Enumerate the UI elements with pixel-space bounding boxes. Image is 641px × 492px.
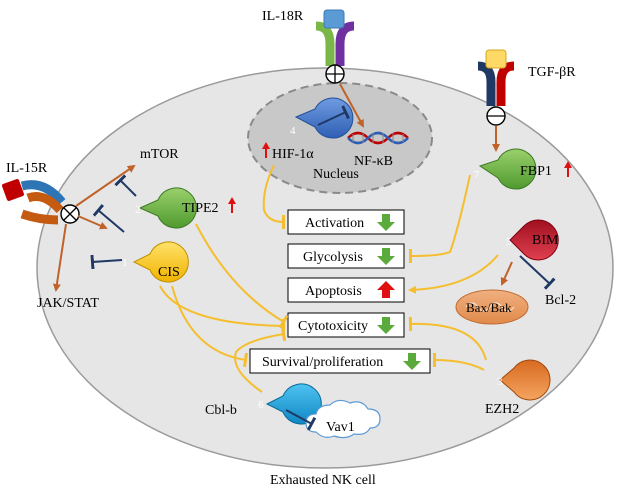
tipe2-up-arrow-icon (228, 197, 236, 213)
vav1-cloud-icon (305, 399, 381, 439)
tipe2-label: TIPE2 (182, 201, 219, 216)
il15r-receptor (2, 179, 80, 225)
dna-helix-icon (347, 131, 409, 145)
marker-4: 4 (290, 97, 354, 139)
svg-text:7: 7 (474, 169, 480, 181)
tgfbr-label: TGF-βR (528, 65, 576, 80)
marker-2: 2 (135, 187, 197, 229)
hif-label: HIF-1α (272, 147, 314, 162)
navy-inhibition-lines (90, 105, 556, 431)
cblb-label: Cbl-b (205, 403, 237, 418)
svg-text:Glycolysis: Glycolysis (303, 250, 363, 265)
activation-box: Activation (287, 209, 405, 235)
marker-6: 6 (258, 383, 322, 425)
glycolysis-down-arrow-icon (377, 248, 395, 265)
glycolysis-box: Glycolysis (287, 243, 405, 269)
svg-text:2: 2 (135, 204, 141, 216)
apoptosis-up-arrow-icon (377, 281, 395, 298)
bcl2-label: Bcl-2 (545, 293, 576, 308)
vav1-label: Vav1 (326, 420, 355, 435)
marker-1: 1 (122, 241, 189, 283)
apoptosis-box: Apoptosis (287, 277, 405, 303)
svg-text:Activation: Activation (305, 216, 364, 231)
svg-text:6: 6 (258, 399, 264, 411)
cytotoxicity-down-arrow-icon (377, 317, 395, 334)
marker-3: 3 (497, 359, 551, 401)
marker-7: 7 (474, 148, 537, 190)
fbp1-label: FBP1 (520, 164, 552, 179)
survival-down-arrow-icon (403, 353, 421, 370)
nucleus (247, 82, 433, 194)
jakstat-label: JAK/STAT (37, 296, 99, 311)
baxbak-label: Bax/Bak (466, 300, 512, 315)
svg-text:Survival/proliferation: Survival/proliferation (262, 355, 383, 370)
fbp1-up-arrow-icon (564, 161, 572, 177)
svg-text:Apoptosis: Apoptosis (305, 284, 362, 299)
activation-down-arrow-icon (377, 214, 395, 231)
svg-text:5: 5 (506, 236, 512, 248)
survival-box: Survival/proliferation (249, 348, 431, 374)
caption: Exhausted NK cell (270, 473, 376, 488)
cis-label: CIS (158, 265, 180, 280)
orange-arrows (52, 83, 513, 292)
svg-text:Cytotoxicity: Cytotoxicity (298, 319, 368, 334)
svg-text:4: 4 (290, 125, 296, 137)
il18r-receptor (315, 9, 355, 84)
mtor-label: mTOR (140, 147, 179, 162)
ezh2-label: EZH2 (485, 402, 519, 417)
cytotoxicity-box: Cytotoxicity (287, 312, 405, 338)
il18r-label: IL-18R (262, 9, 304, 24)
tgfbr-receptor (477, 49, 515, 126)
nfkb-label: NF-κB (354, 154, 393, 169)
nucleus-label: Nucleus (313, 167, 359, 182)
svg-text:3: 3 (497, 376, 503, 388)
hif-up-arrow-icon (262, 142, 270, 158)
baxbak-mitochondrion-icon (455, 289, 529, 325)
marker-5: 5 (506, 219, 559, 261)
yellow-lines (159, 164, 499, 393)
svg-text:1: 1 (122, 257, 128, 269)
il15r-label: IL-15R (6, 161, 48, 176)
bim-label: BIM (532, 233, 559, 248)
